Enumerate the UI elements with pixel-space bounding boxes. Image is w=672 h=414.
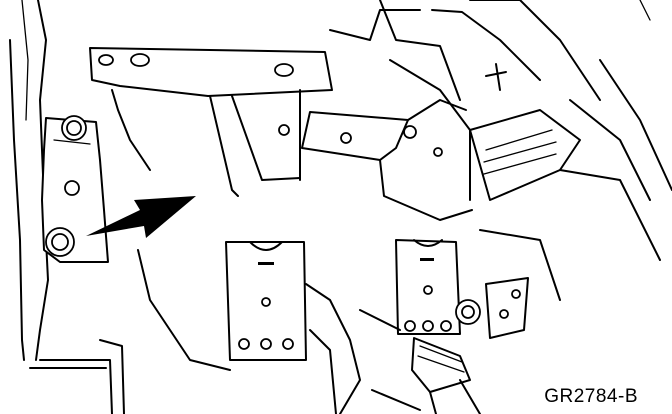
mounting-plate: [41, 115, 109, 263]
plate-hole: [499, 309, 509, 319]
mounting-bolt: [45, 227, 75, 257]
pedal-plate-left: [137, 241, 361, 414]
plate-hole: [282, 338, 294, 350]
pedal-plate-right: [395, 239, 529, 339]
plate-hole: [260, 338, 272, 350]
plate-hole: [238, 338, 250, 350]
figure-code-label: GR2784-B: [544, 386, 638, 407]
bracket-hole: [98, 54, 114, 66]
bolt-upper: [61, 115, 87, 141]
plate-hole: [261, 297, 271, 307]
right-rail: [469, 0, 672, 301]
beam-hole: [403, 125, 417, 139]
bracket-hole: [274, 63, 294, 77]
lower-connector: [359, 309, 481, 414]
plate-hole: [440, 320, 452, 332]
plate-hole: [511, 289, 521, 299]
plate-hole: [64, 180, 80, 196]
plate-hole: [404, 320, 416, 332]
bracket-hole: [130, 53, 150, 67]
bracket-hole: [278, 124, 290, 136]
beam-hole: [340, 132, 352, 144]
cross-beam: [301, 0, 601, 221]
bolt-right: [455, 299, 481, 325]
upper-bracket: [89, 47, 333, 197]
plate-hole: [422, 320, 434, 332]
plate-hole: [423, 285, 433, 295]
arrow-icon: [86, 196, 196, 238]
beam-hole: [433, 147, 443, 157]
